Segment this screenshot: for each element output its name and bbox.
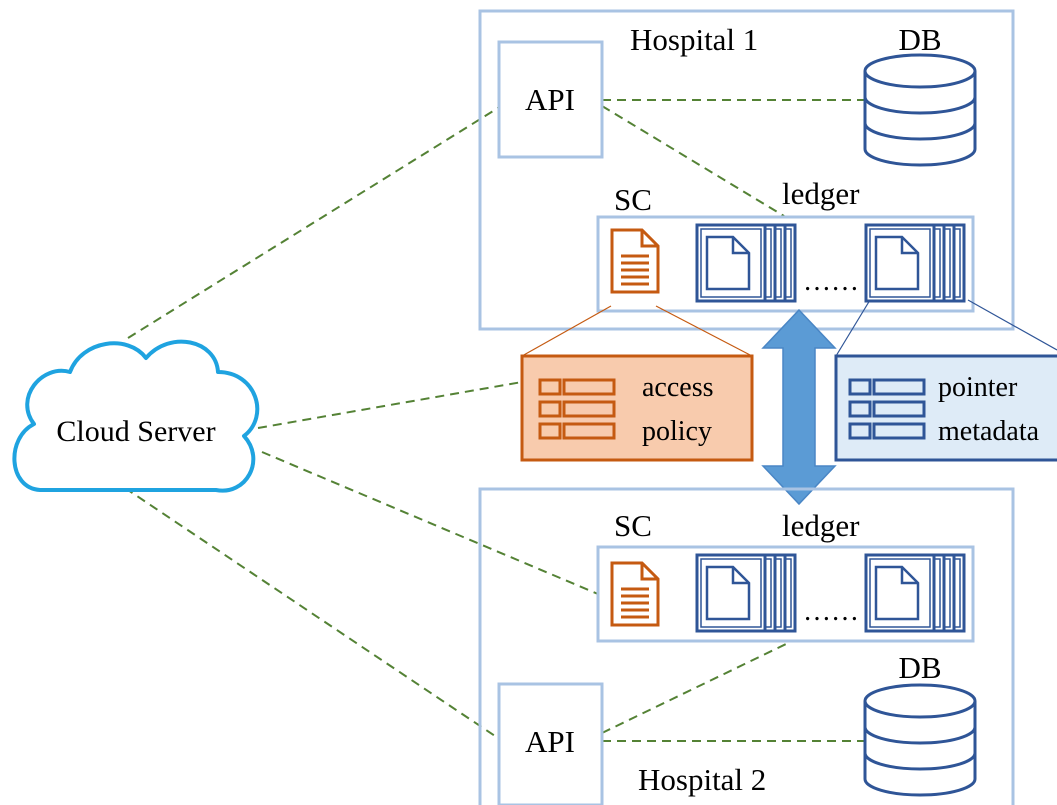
database-icon xyxy=(863,683,977,797)
api2-to-ledger2-line xyxy=(601,643,787,734)
api-1-box xyxy=(497,40,604,159)
cloud-to-api2-line xyxy=(124,487,499,739)
ledger-stack-icon xyxy=(697,555,795,631)
hospital-1-title: Hospital 1 xyxy=(630,22,758,57)
api-2-label: API xyxy=(525,724,575,759)
db-2-label: DB xyxy=(898,650,941,685)
cloud-server: Cloud Server xyxy=(12,339,260,493)
api-1-label: API xyxy=(525,82,575,117)
pointer-metadata-line1: pointer xyxy=(938,372,1018,403)
ledger-2-ellipsis: …… xyxy=(803,596,859,627)
database-icon xyxy=(863,53,977,167)
ledger-1-label: ledger xyxy=(782,176,860,211)
connection-lines xyxy=(124,99,864,742)
pointer-metadata-callout: pointer metadata xyxy=(834,354,1057,462)
api-2-box xyxy=(497,682,604,805)
ledger-1-ellipsis: …… xyxy=(803,266,859,297)
hospital-2-title: Hospital 2 xyxy=(638,762,766,797)
ledger-stack-icon xyxy=(866,225,964,301)
ledger-stack-icon xyxy=(697,225,795,301)
access-policy-line1: access xyxy=(642,372,714,403)
ledger-stack-icon xyxy=(866,555,964,631)
double-arrow xyxy=(761,308,837,506)
sc-1-label: SC xyxy=(614,182,652,217)
api1-to-ledger1-line xyxy=(601,105,785,217)
pointer-metadata-line2: metadata xyxy=(938,416,1040,447)
document-icon xyxy=(610,228,660,294)
cloud-icon xyxy=(12,339,260,493)
access-policy-callout: access policy xyxy=(520,354,754,462)
sc-2-label: SC xyxy=(614,508,652,543)
hospital-1-box xyxy=(478,9,1015,331)
callout-connectors xyxy=(521,299,1057,357)
db-1-label: DB xyxy=(898,22,941,57)
access-policy-line2: policy xyxy=(642,416,712,447)
table-icon xyxy=(538,378,616,440)
hospital-2: SC ledger …… API DB Hospital 2 xyxy=(478,487,1015,805)
cloud-to-policy-line xyxy=(257,381,523,429)
ledger-2-label: ledger xyxy=(782,508,860,543)
hospital-2-box xyxy=(478,487,1015,805)
table-icon xyxy=(848,378,926,440)
cloud-to-sc2-line xyxy=(261,451,599,595)
cloud-server-label: Cloud Server xyxy=(56,415,215,448)
cloud-to-api1-line xyxy=(127,107,499,339)
hospital-1: Hospital 1 API DB SC ledger …… xyxy=(478,9,1015,331)
document-icon xyxy=(610,561,660,627)
